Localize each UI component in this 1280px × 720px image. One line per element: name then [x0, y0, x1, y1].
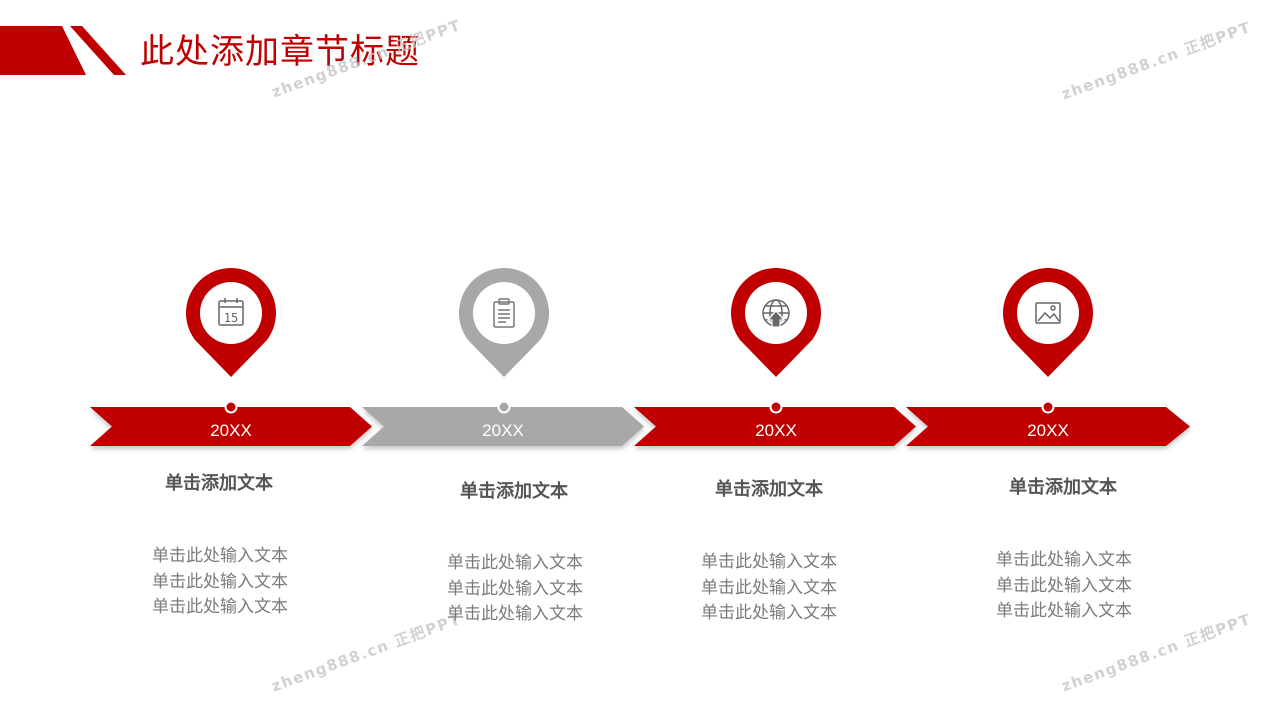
body-line: 单击此处输入文本	[996, 601, 1132, 621]
clipboard-icon	[493, 298, 515, 328]
step-body-2[interactable]: 单击此处输入文本 单击此处输入文本 单击此处输入文本	[395, 551, 635, 628]
step-heading-3[interactable]: 单击添加文本	[715, 479, 823, 500]
year-label-2: 20XX	[482, 421, 524, 440]
timeline-dot-1	[224, 400, 238, 414]
body-line: 单击此处输入文本	[447, 553, 583, 573]
timeline-arrow-1[interactable]	[90, 407, 372, 446]
step-body-3[interactable]: 单击此处输入文本 单击此处输入文本 单击此处输入文本	[649, 550, 889, 627]
body-line: 单击此处输入文本	[996, 550, 1132, 570]
calendar-day-number: 15	[224, 311, 238, 325]
step-heading-1[interactable]: 单击添加文本	[165, 473, 273, 494]
page-title[interactable]: 此处添加章节标题	[140, 32, 420, 72]
body-line: 单击此处输入文本	[152, 571, 288, 592]
year-label-1: 20XX	[210, 421, 252, 440]
year-label-4: 20XX	[1027, 421, 1069, 440]
body-line: 单击此处输入文本	[447, 604, 583, 624]
pin-marker-1[interactable]	[186, 268, 276, 377]
header-decoration	[0, 26, 126, 75]
year-label-3: 20XX	[755, 421, 797, 440]
step-body-4[interactable]: 单击此处输入文本 单击此处输入文本 单击此处输入文本	[944, 548, 1184, 625]
timeline-dot-3	[769, 400, 783, 414]
step-heading-2[interactable]: 单击添加文本	[460, 481, 568, 502]
upload-arrow-icon	[766, 310, 786, 328]
body-line: 单击此处输入文本	[701, 603, 837, 623]
image-icon	[1035, 302, 1061, 324]
calendar-icon	[218, 298, 244, 326]
body-line: 单击此处输入文本	[701, 577, 837, 598]
body-line: 单击此处输入文本	[152, 546, 288, 566]
step-body-1[interactable]: 单击此处输入文本 单击此处输入文本 单击此处输入文本	[100, 544, 340, 621]
timeline-dot-2	[497, 400, 511, 414]
timeline-arrow-3[interactable]	[634, 407, 916, 446]
body-line: 单击此处输入文本	[701, 552, 837, 572]
timeline-arrow-4[interactable]	[906, 407, 1190, 446]
timeline-dot-4	[1041, 400, 1055, 414]
body-line: 单击此处输入文本	[447, 578, 583, 599]
body-line: 单击此处输入文本	[996, 575, 1132, 596]
timeline-arrow-2[interactable]	[362, 407, 644, 446]
step-heading-4[interactable]: 单击添加文本	[1009, 477, 1117, 498]
body-line: 单击此处输入文本	[152, 597, 288, 617]
